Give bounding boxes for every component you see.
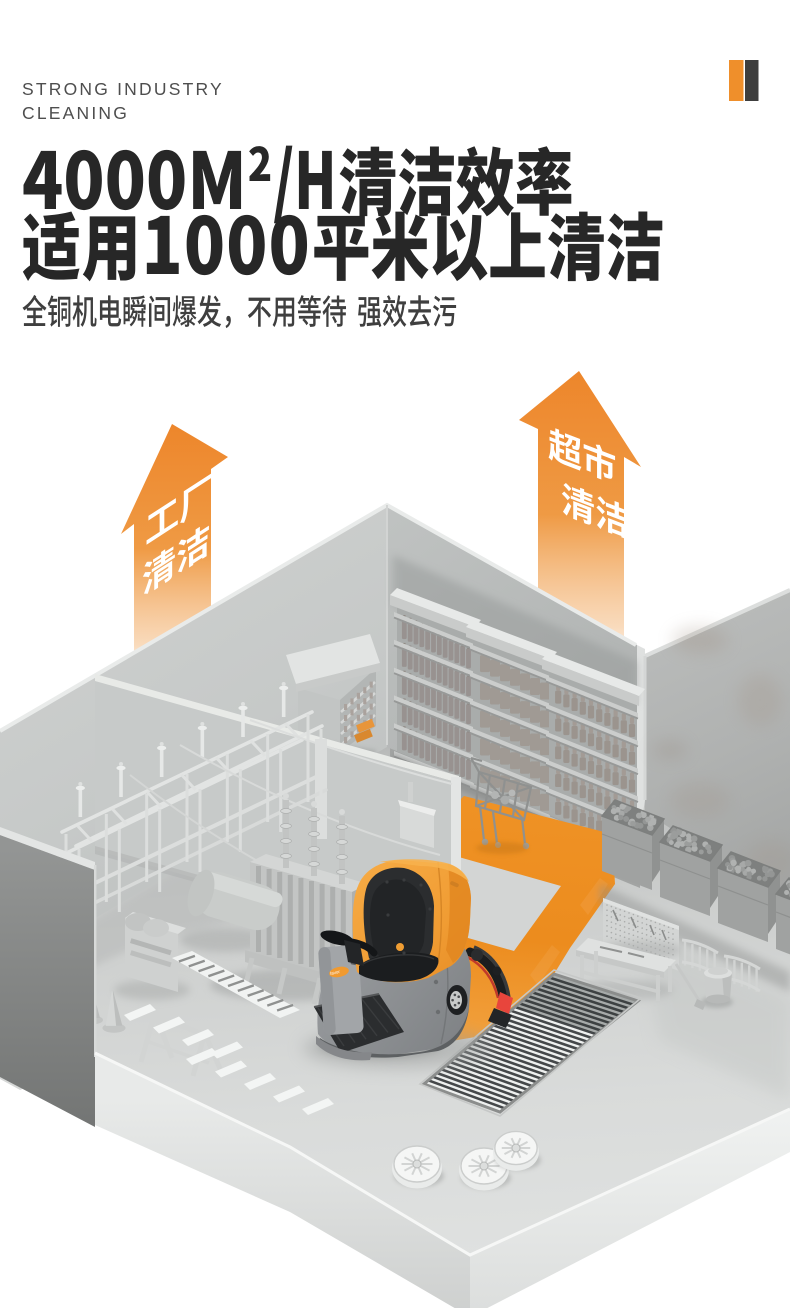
svg-text:CLEANING: CLEANING <box>22 103 129 123</box>
svg-text:STRONG INDUSTRY: STRONG INDUSTRY <box>22 79 224 99</box>
svg-text:lavor: lavor <box>330 969 341 976</box>
